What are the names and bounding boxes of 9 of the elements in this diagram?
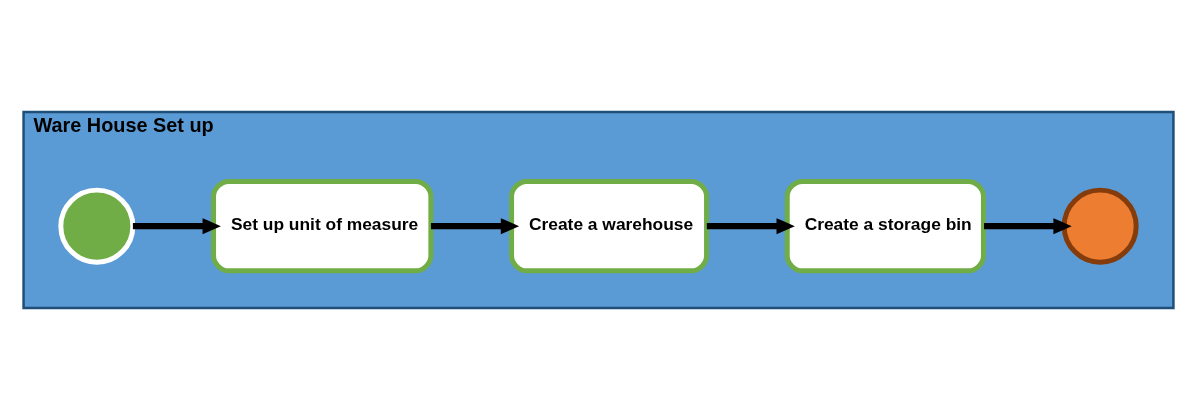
- node-circle: [1061, 187, 1139, 265]
- node-box: Create a warehouse: [509, 178, 709, 273]
- arrow: [984, 217, 1072, 234]
- arrow: [132, 217, 221, 234]
- arrow: [430, 217, 520, 234]
- node-box: Set up unit of measure: [211, 178, 434, 273]
- node-circle: [58, 187, 136, 265]
- arrow: [706, 217, 795, 234]
- node-box: Create a storage bin: [784, 178, 986, 273]
